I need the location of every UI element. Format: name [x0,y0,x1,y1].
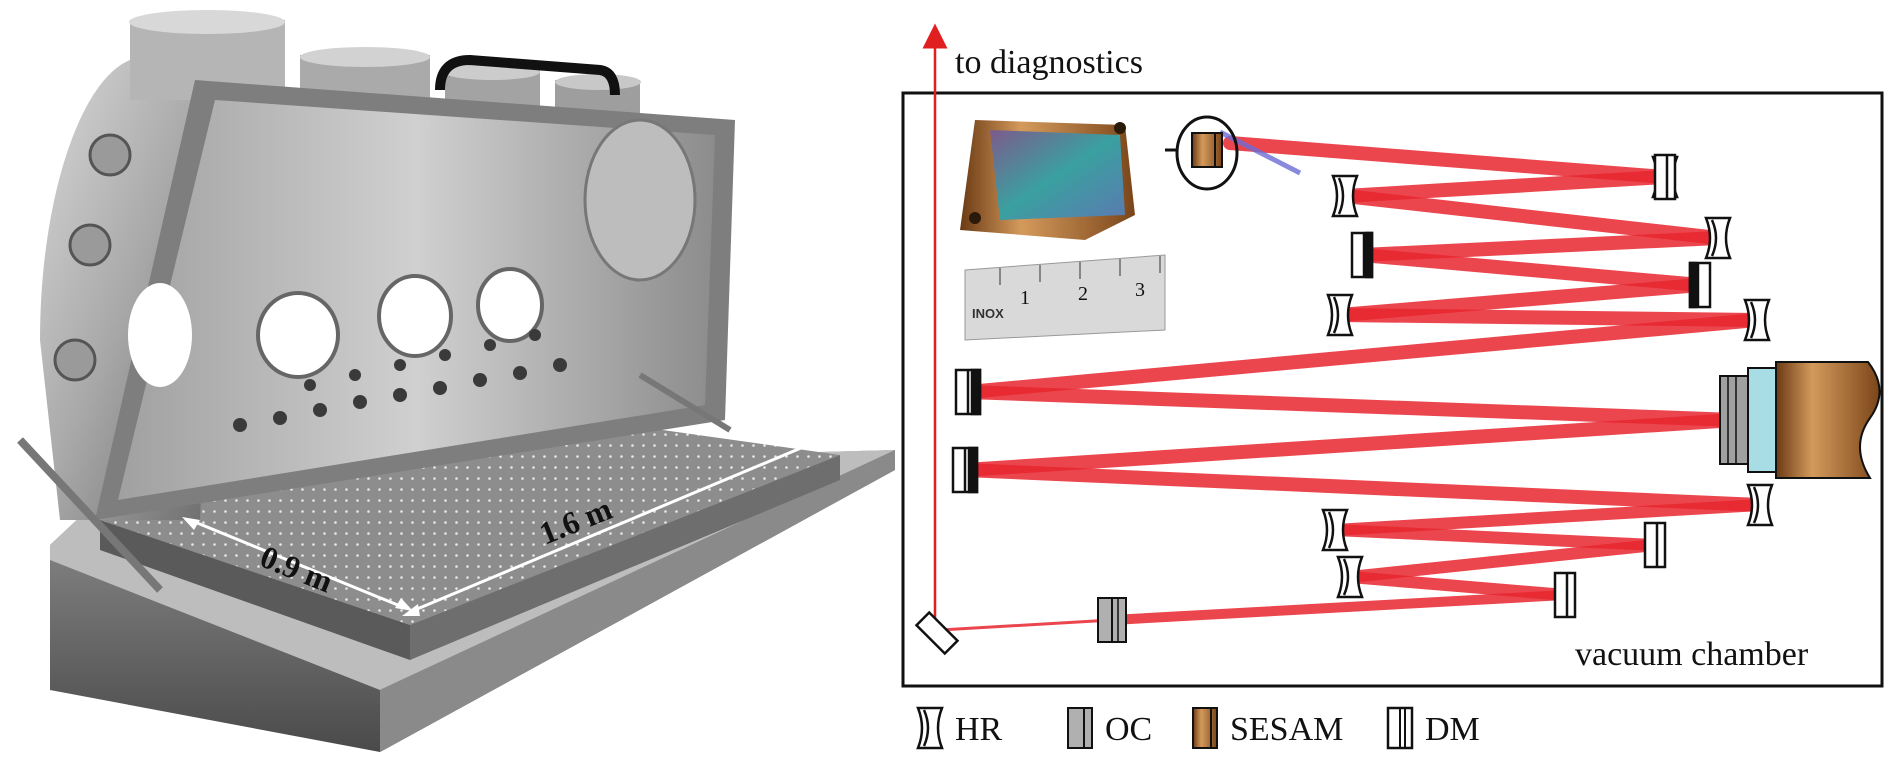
gas-strut-right [638,372,732,433]
lid-ports [128,118,697,387]
base-plate-edge [380,450,895,752]
ruler [964,254,1166,341]
breadboard [100,410,840,625]
to-diagnostics-label: to diagnostics [955,44,1143,81]
legend-oc-label: OC [1105,711,1152,748]
hr-mirror [1746,483,1774,527]
hr-mirror [1331,174,1359,218]
chamber-photo: 0.9 m 1.6 m [17,10,895,752]
hr-mirrors [1321,155,1774,599]
gas-strut-left [17,437,163,593]
legend: HR OC SESAM DM [916,706,1480,750]
ruler-tick-1: 1 [1020,287,1030,309]
legend-dm-icon [1386,706,1414,750]
hr-mirror [1743,298,1771,342]
dimension-length [402,437,828,616]
ruler-tick-2: 2 [1078,283,1088,305]
dm-mirrors [951,153,1712,619]
legend-sesam-icon [1192,707,1218,749]
ruler-ticks [999,256,1161,285]
dm-mirror [1653,153,1677,201]
dm-mirror [1350,231,1374,279]
dm-mirror [1553,571,1577,619]
sesam-inset-photo: 1 2 3 INOX [950,100,1166,345]
legend-sesam-label: SESAM [1230,711,1343,748]
vacuum-chamber-frame [901,91,1884,688]
dm-mirror [951,446,979,494]
hr-mirror [1326,293,1354,337]
oc-mirror [1097,597,1127,643]
hr-mirror [1704,216,1732,260]
dimension-width [182,517,413,611]
beam-path [938,136,1767,632]
sesam-crystal [990,130,1125,220]
vacuum-chamber-label: vacuum chamber [1575,636,1809,673]
pump-module [1719,361,1881,479]
dm-mirror [1643,521,1667,569]
fold-mirror [914,610,960,656]
lid-bolt-holes [233,329,567,432]
legend-hr-label: HR [955,711,1003,748]
legend-oc-icon [1067,707,1093,749]
breadboard-edge [100,520,410,660]
ruler-tick-3: 3 [1135,279,1145,301]
hr-mirror [1336,555,1364,599]
dm-mirror [1688,261,1712,309]
legend-hr-icon [916,706,944,750]
hr-mirror [1321,508,1349,552]
side-flanges [53,133,132,382]
breadboard-side [410,455,840,660]
legend-dm-label: DM [1425,711,1480,748]
dm-mirror [954,368,982,416]
schematic: to diagnostics [901,23,1884,688]
ruler-brand: INOX [972,306,1004,321]
